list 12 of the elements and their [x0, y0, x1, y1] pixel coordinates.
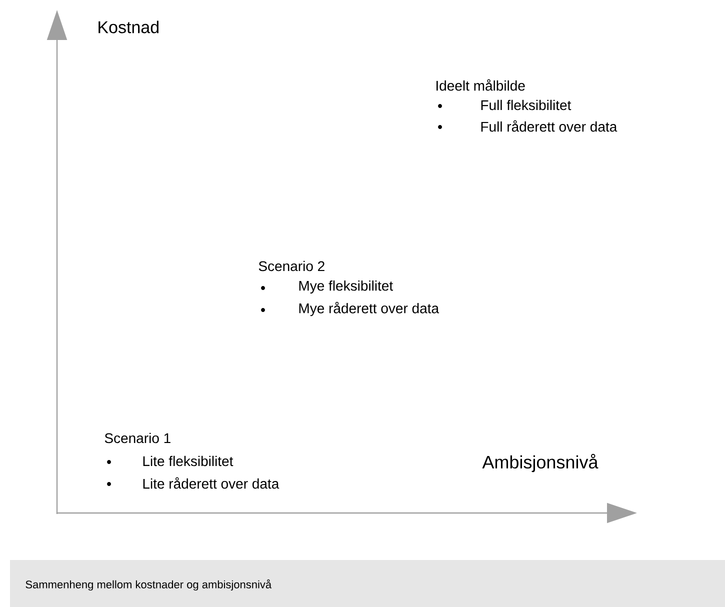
caption-bar: Sammenheng mellom kostnader og ambisjonsnivå [10, 560, 725, 607]
axis-label: Kostnad [98, 20, 158, 34]
bullet-item: Mye fleksibilitet [299, 280, 393, 294]
bullet-item: Full råderett over data [481, 120, 618, 132]
scenario-heading: Ideelt målbilde [436, 79, 525, 91]
bullet-item: Mye råderett over data [299, 302, 440, 316]
scenario-heading: Scenario 1 [104, 432, 170, 444]
bullet-item: Full fleksibilitet [481, 100, 572, 110]
scenario-heading: Scenario 2 [258, 260, 324, 272]
bullet-item: Lite råderett over data [143, 477, 280, 489]
bullet-item: Lite fleksibilitet [143, 456, 234, 466]
axis-label: Ambisjonsnivå [482, 454, 598, 472]
